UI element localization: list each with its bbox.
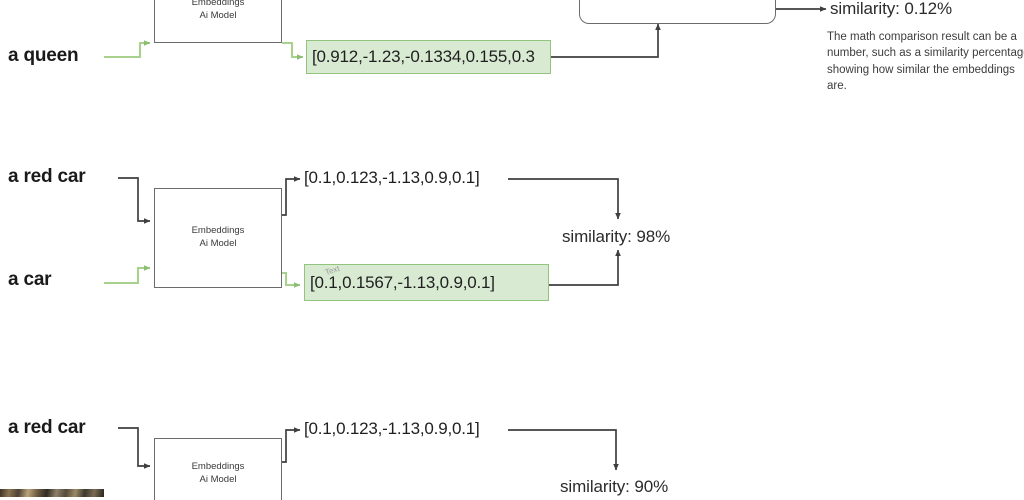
car-photo-thumbnail bbox=[0, 489, 104, 497]
embeddings-model-label-1: Embeddings Ai Model bbox=[191, 0, 245, 21]
input-label-queen: a queen bbox=[8, 45, 79, 66]
embeddings-model-box-2: Embeddings Ai Model bbox=[154, 188, 282, 288]
vector-queen-highlighted: [0.912,-1.23,-0.1334,0.155,0.3 bbox=[306, 40, 551, 74]
wire-redcar-input-3 bbox=[118, 427, 151, 469]
wire-redcar-input-2 bbox=[118, 177, 151, 224]
similarity-result-3: similarity: 90% bbox=[560, 477, 669, 496]
wire-top-to-similarity-2 bbox=[508, 178, 621, 220]
math-compare-algorithm-box: Math Compare Algorithm (cosine, dot prod… bbox=[579, 0, 776, 24]
wire-queen-output bbox=[282, 41, 304, 60]
wire-car-input-2 bbox=[104, 265, 151, 285]
vector-red-car-3: [0.1,0.123,-1.13,0.9,0.1] bbox=[304, 419, 480, 438]
embeddings-model-box-3: Embeddings Ai Model bbox=[154, 438, 282, 500]
wire-bottom-to-similarity-2 bbox=[549, 249, 621, 286]
input-label-red-car-3: a red car bbox=[8, 417, 86, 438]
input-label-car-2: a car bbox=[8, 269, 52, 290]
vector-queen-text: [0.912,-1.23,-0.1334,0.155,0.3 bbox=[312, 47, 535, 66]
similarity-result-2: similarity: 98% bbox=[562, 227, 671, 246]
wire-queen-input bbox=[104, 40, 151, 59]
vector-red-car-2: [0.1,0.123,-1.13,0.9,0.1] bbox=[304, 168, 480, 187]
vector-car-text-2: [0.1,0.1567,-1.13,0.9,0.1] bbox=[310, 272, 495, 292]
embeddings-model-label-3: Embeddings Ai Model bbox=[191, 461, 245, 485]
wire-queen-to-compare bbox=[551, 23, 661, 58]
similarity-result-1: similarity: 0.12% bbox=[830, 0, 953, 18]
wire-top-to-similarity-3 bbox=[508, 429, 619, 471]
input-label-red-car-2: a red car bbox=[8, 166, 86, 187]
vector-car-highlighted-2: [0.1,0.1567,-1.13,0.9,0.1] bbox=[304, 264, 549, 301]
embeddings-model-box-1: Embeddings Ai Model bbox=[154, 0, 282, 43]
explanation-note: The math comparison result can be a numb… bbox=[827, 31, 1024, 92]
embeddings-model-label-2: Embeddings Ai Model bbox=[191, 225, 245, 249]
